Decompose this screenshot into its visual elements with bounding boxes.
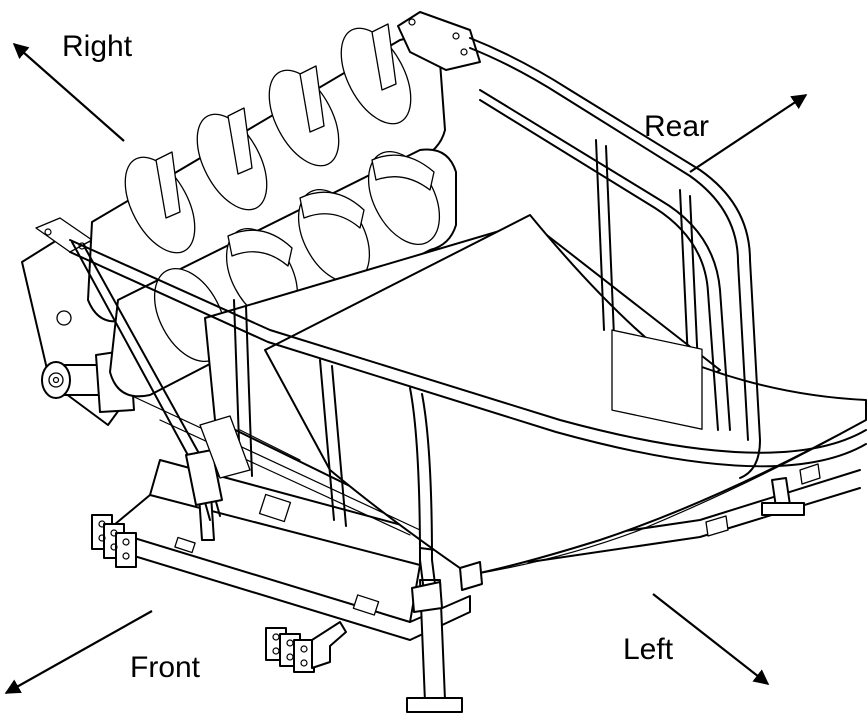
rear-guard xyxy=(469,37,761,479)
label-rear: Rear xyxy=(644,110,709,143)
label-right: Right xyxy=(62,30,133,63)
front-guard xyxy=(69,239,867,613)
arrow-left xyxy=(652,593,770,685)
frame-details xyxy=(129,394,421,536)
label-left: Left xyxy=(623,633,674,666)
hitch-plates xyxy=(91,514,347,673)
arrow-front xyxy=(4,610,153,694)
arrow-right xyxy=(12,42,125,142)
machine-drawing xyxy=(21,11,867,713)
label-front: Front xyxy=(130,651,201,684)
arrow-rear xyxy=(689,94,808,173)
